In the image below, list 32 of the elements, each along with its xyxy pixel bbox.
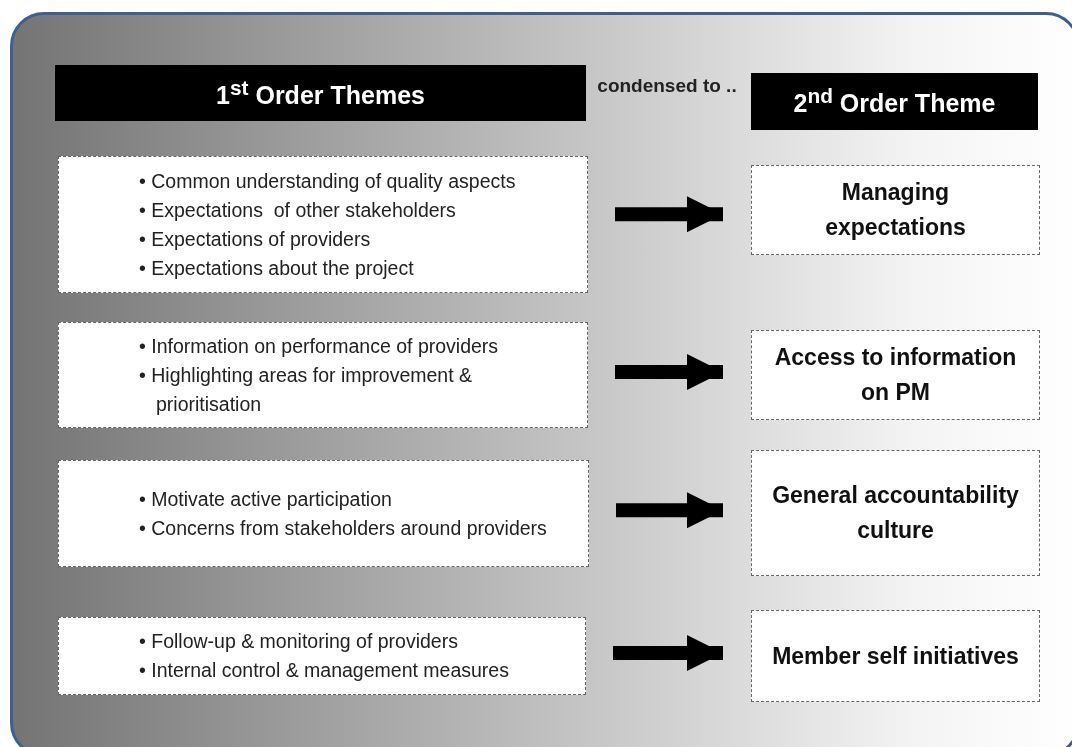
bullet-item: • Expectations of providers	[139, 226, 372, 252]
theme-box	[751, 610, 1040, 702]
background-panel	[10, 12, 1072, 747]
bullet-item: • Common understanding of quality aspects	[139, 168, 516, 194]
bullet-item: • Information on performance of providers	[139, 333, 500, 359]
theme-box	[751, 450, 1040, 576]
bullet-item: • Concerns from stakeholders around providers	[139, 515, 547, 541]
connector-caption: condensed to ..	[597, 75, 737, 97]
theme-box	[751, 165, 1040, 255]
theme-label: General accountability culture	[772, 481, 1019, 545]
header-bar	[55, 65, 586, 121]
header-bar	[751, 73, 1038, 130]
block-arrow	[615, 196, 723, 233]
bullet-item: • Motivate active participation	[139, 486, 393, 512]
bullet-item: • Highlighting areas for improvement & prioritisation	[139, 362, 474, 417]
theme-list-box	[58, 460, 589, 567]
block-arrow	[613, 635, 723, 671]
theme-label: Managing expectations	[824, 178, 967, 242]
block-arrow	[615, 354, 723, 390]
header-text: 2$^{nd}$ Order Theme	[793, 84, 996, 119]
theme-list-box	[58, 156, 588, 293]
block-arrow	[616, 492, 723, 529]
bullet-item: • Expectations about the project	[139, 255, 415, 281]
bullet-item: • Internal control & management measures	[139, 658, 509, 683]
theme-box	[751, 330, 1040, 420]
bullet-item: • Follow-up & monitoring of providers	[139, 629, 459, 654]
theme-label: Access to information on PM	[773, 343, 1018, 407]
theme-label: Member self initiatives	[772, 641, 1019, 671]
header-text: 1$^{st}$ Order Themes	[216, 75, 425, 111]
theme-list-box	[58, 322, 588, 428]
bullet-item: • Expectations of other stakeholders	[139, 197, 457, 223]
theme-list-box	[58, 617, 586, 695]
